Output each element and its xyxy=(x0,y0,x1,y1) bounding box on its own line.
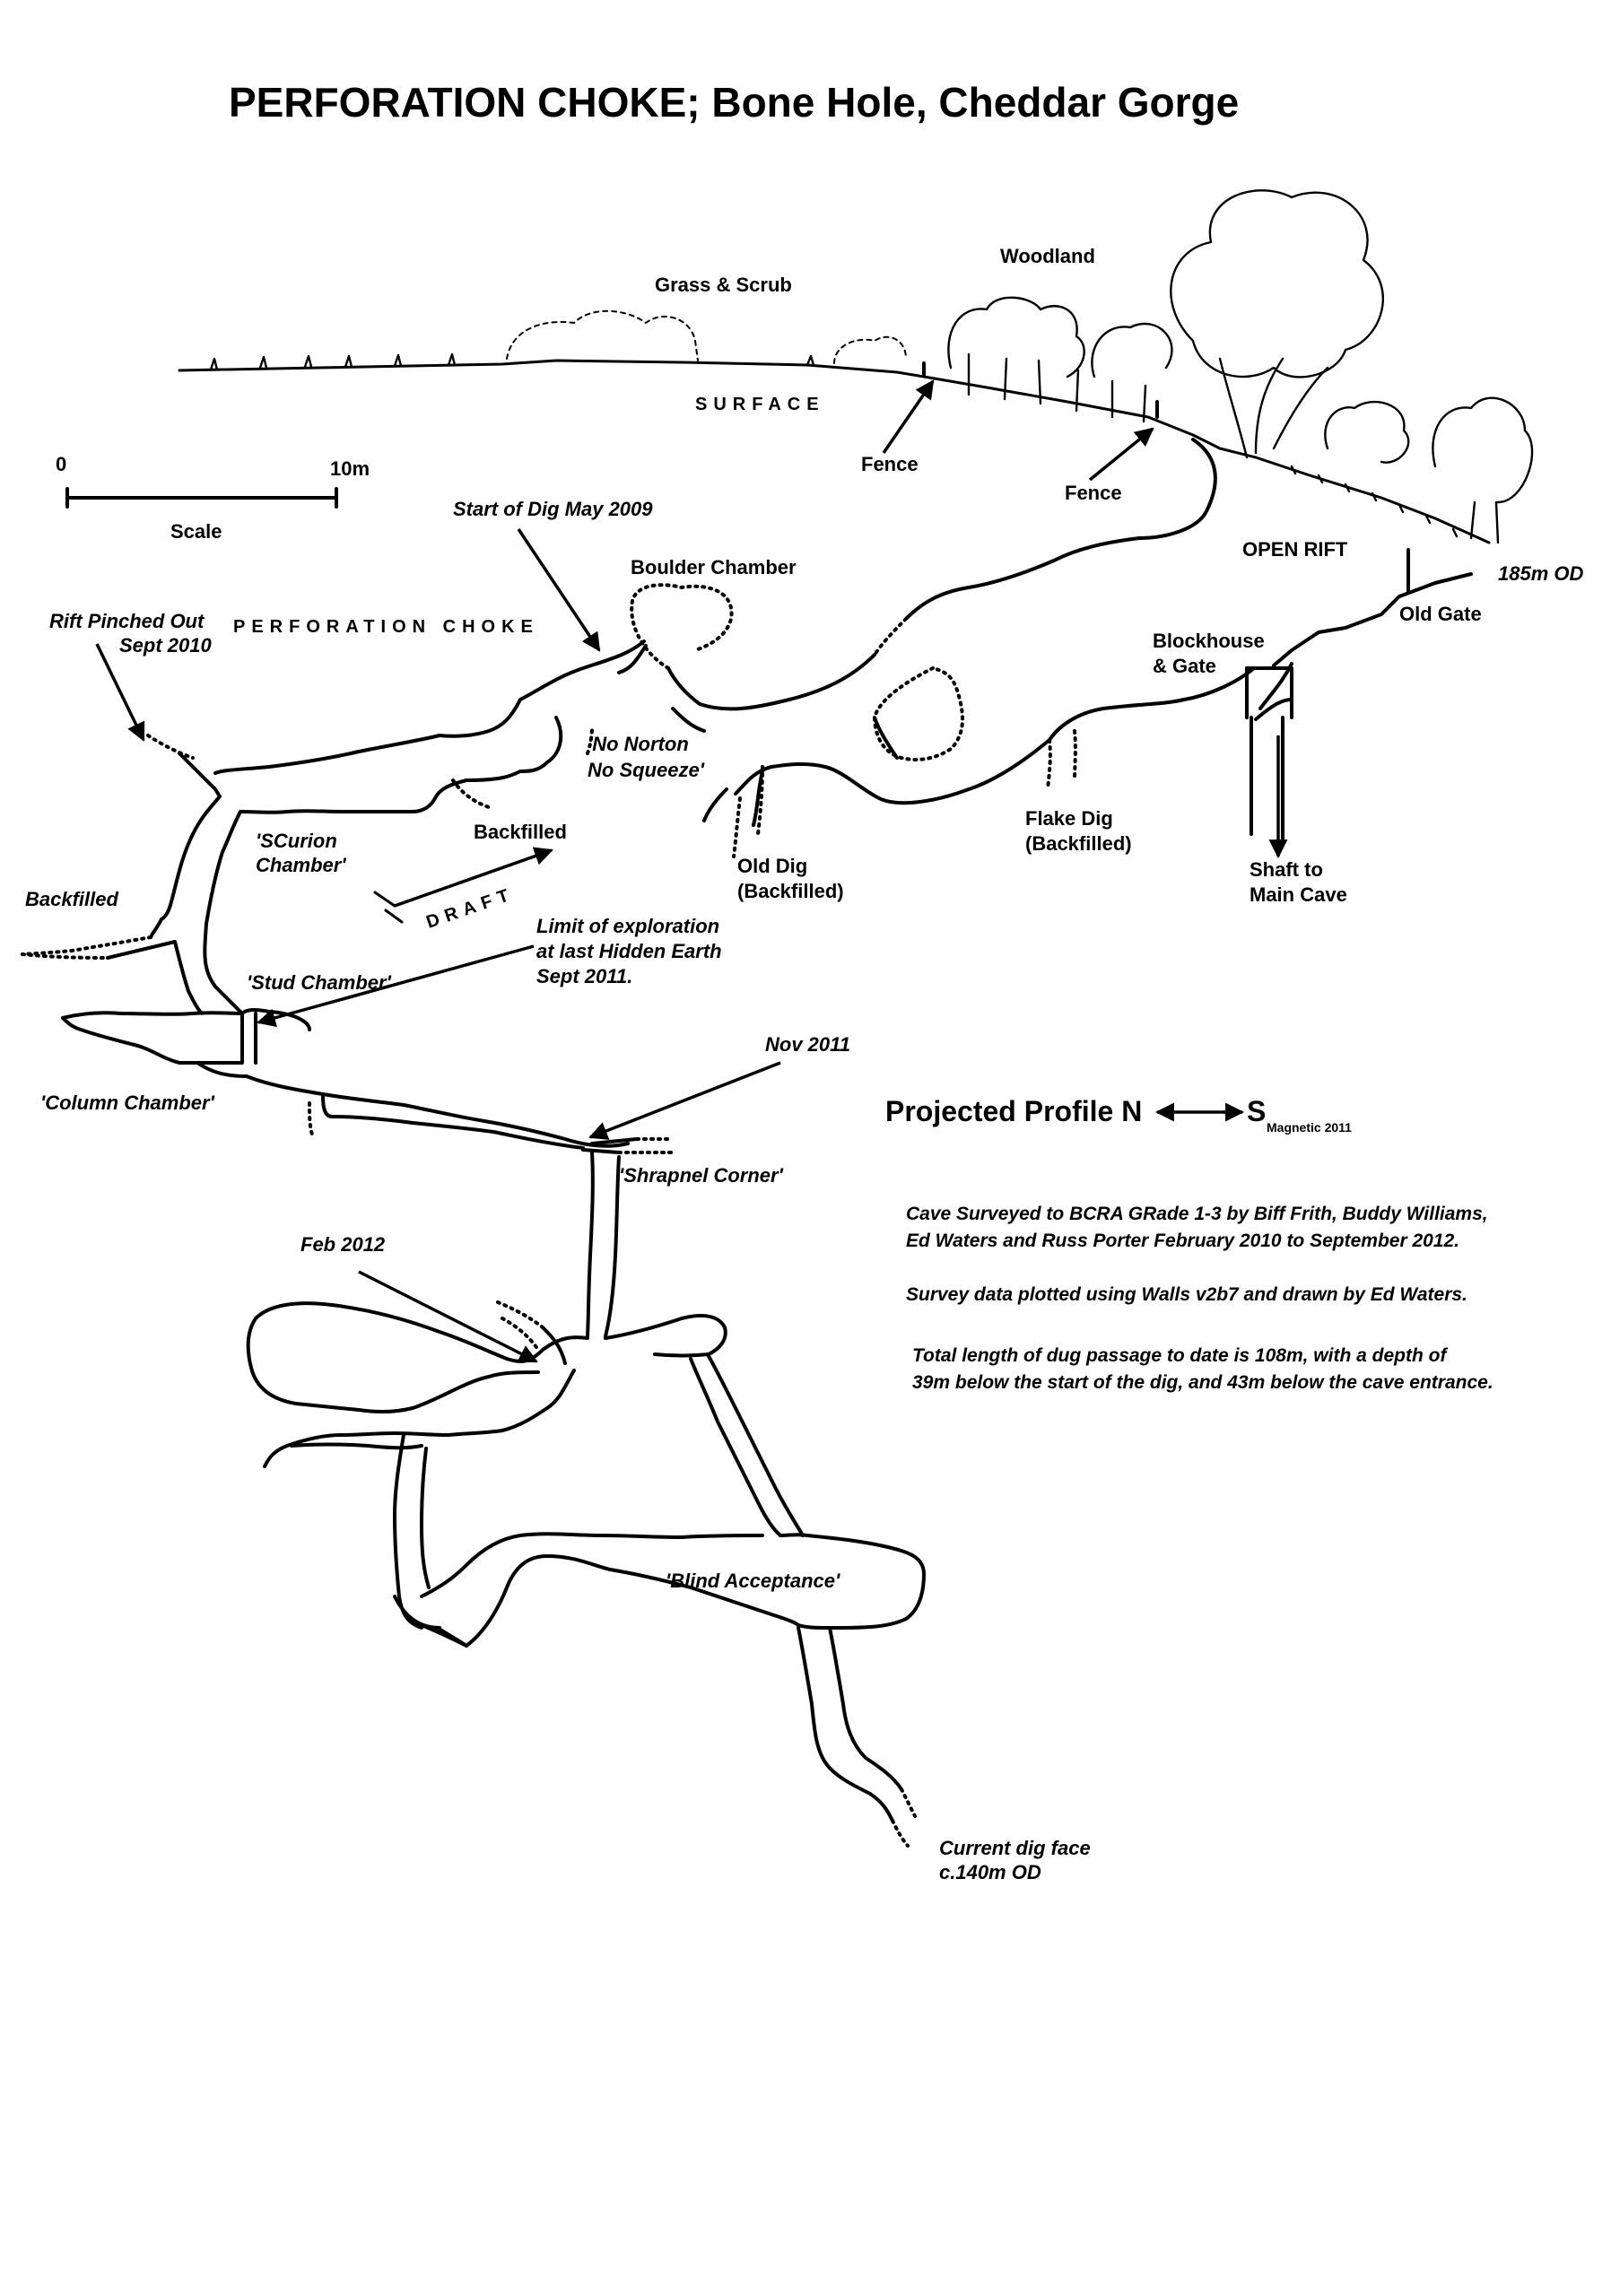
backfilled-label-a: Backfilled xyxy=(474,821,567,843)
note-line-4: Total length of dug passage to date is 1… xyxy=(912,1345,1448,1366)
stud-chamber-label: 'Stud Chamber' xyxy=(247,971,392,994)
feb2012-label: Feb 2012 xyxy=(300,1233,386,1256)
rift-pinched-label-1: Rift Pinched Out xyxy=(49,610,205,632)
scale-ten: 10m xyxy=(330,457,370,480)
od-185-label: 185m OD xyxy=(1498,562,1583,585)
surface-label: SURFACE xyxy=(695,395,825,414)
blockhouse-label-2: & Gate xyxy=(1153,655,1216,677)
fence-arrow-2 xyxy=(1088,427,1154,482)
perforation-choke-label: PERFORATION CHOKE xyxy=(233,617,539,637)
note-line-1: Cave Surveyed to BCRA GRade 1-3 by Biff … xyxy=(906,1204,1488,1224)
woodland-label: Woodland xyxy=(1000,245,1095,267)
scurion-label-1: 'SCurion xyxy=(256,830,337,852)
flake-dig-label-1: Flake Dig xyxy=(1025,807,1113,830)
fence-label-2: Fence xyxy=(1065,482,1122,504)
old-gate-label: Old Gate xyxy=(1399,603,1482,625)
diagram-title: PERFORATION CHOKE; Bone Hole, Cheddar Go… xyxy=(229,79,1239,126)
start-dig-arrow xyxy=(517,528,601,652)
limit-arrow xyxy=(256,944,535,1028)
scurion-label-2: Chamber' xyxy=(256,854,346,876)
scale-label: Scale xyxy=(170,520,222,543)
fence-label-1: Fence xyxy=(861,453,919,475)
blockhouse-label-1: Blockhouse xyxy=(1153,630,1265,652)
profile-s-label: S xyxy=(1247,1095,1266,1127)
draft-arrow xyxy=(373,847,553,924)
flake-dig-label-2: (Backfilled) xyxy=(1025,832,1132,855)
projected-profile-label: Projected Profile N xyxy=(885,1095,1142,1127)
scale-zero: 0 xyxy=(56,453,66,475)
upper-cave-passage xyxy=(213,438,1473,858)
old-dig-label-2: (Backfilled) xyxy=(737,880,844,902)
note-line-2: Ed Waters and Russ Porter February 2010 … xyxy=(906,1231,1459,1251)
surface-profile xyxy=(178,189,1534,544)
limit-label-1: Limit of exploration xyxy=(536,915,719,937)
blind-acceptance-label: 'Blind Acceptance' xyxy=(666,1570,840,1592)
fence-arrow-1 xyxy=(882,379,935,454)
shrapnel-label: 'Shrapnel Corner' xyxy=(619,1164,784,1187)
no-norton-label-2: No Squeeze' xyxy=(588,759,705,781)
nov2011-label: Nov 2011 xyxy=(765,1033,850,1056)
shaft-label-2: Main Cave xyxy=(1250,883,1347,906)
rift-pinched-label-2: Sept 2010 xyxy=(119,634,212,657)
limit-label-3: Sept 2011. xyxy=(536,965,632,987)
current-dig-label-2: c.140m OD xyxy=(939,1861,1041,1883)
left-passages xyxy=(21,734,244,1015)
note-line-3: Survey data plotted using Walls v2b7 and… xyxy=(906,1284,1467,1305)
grass-scrub-label: Grass & Scrub xyxy=(655,274,792,296)
note-line-5: 39m below the start of the dig, and 43m … xyxy=(912,1372,1493,1393)
current-dig-label-1: Current dig face xyxy=(939,1837,1091,1859)
scale-bar xyxy=(65,487,338,509)
column-chamber-label: 'Column Chamber' xyxy=(40,1091,215,1114)
nov2011-arrow xyxy=(588,1061,781,1140)
no-norton-label-1: 'No Norton xyxy=(588,733,689,755)
rift-pinched-arrow xyxy=(95,643,145,742)
profile-magnetic-label: Magnetic 2011 xyxy=(1267,1120,1352,1135)
backfilled-label-b: Backfilled xyxy=(25,888,118,910)
open-rift-label: OPEN RIFT xyxy=(1242,538,1348,561)
lower-cave-passages xyxy=(246,1151,926,1848)
feb2012-arrow xyxy=(358,1270,538,1363)
old-dig-label-1: Old Dig xyxy=(737,855,807,877)
limit-label-2: at last Hidden Earth xyxy=(536,940,722,962)
column-chamber xyxy=(61,1007,673,1154)
shaft-label-1: Shaft to xyxy=(1250,858,1323,881)
boulder-chamber-label: Boulder Chamber xyxy=(631,556,797,578)
start-dig-label: Start of Dig May 2009 xyxy=(453,498,653,520)
